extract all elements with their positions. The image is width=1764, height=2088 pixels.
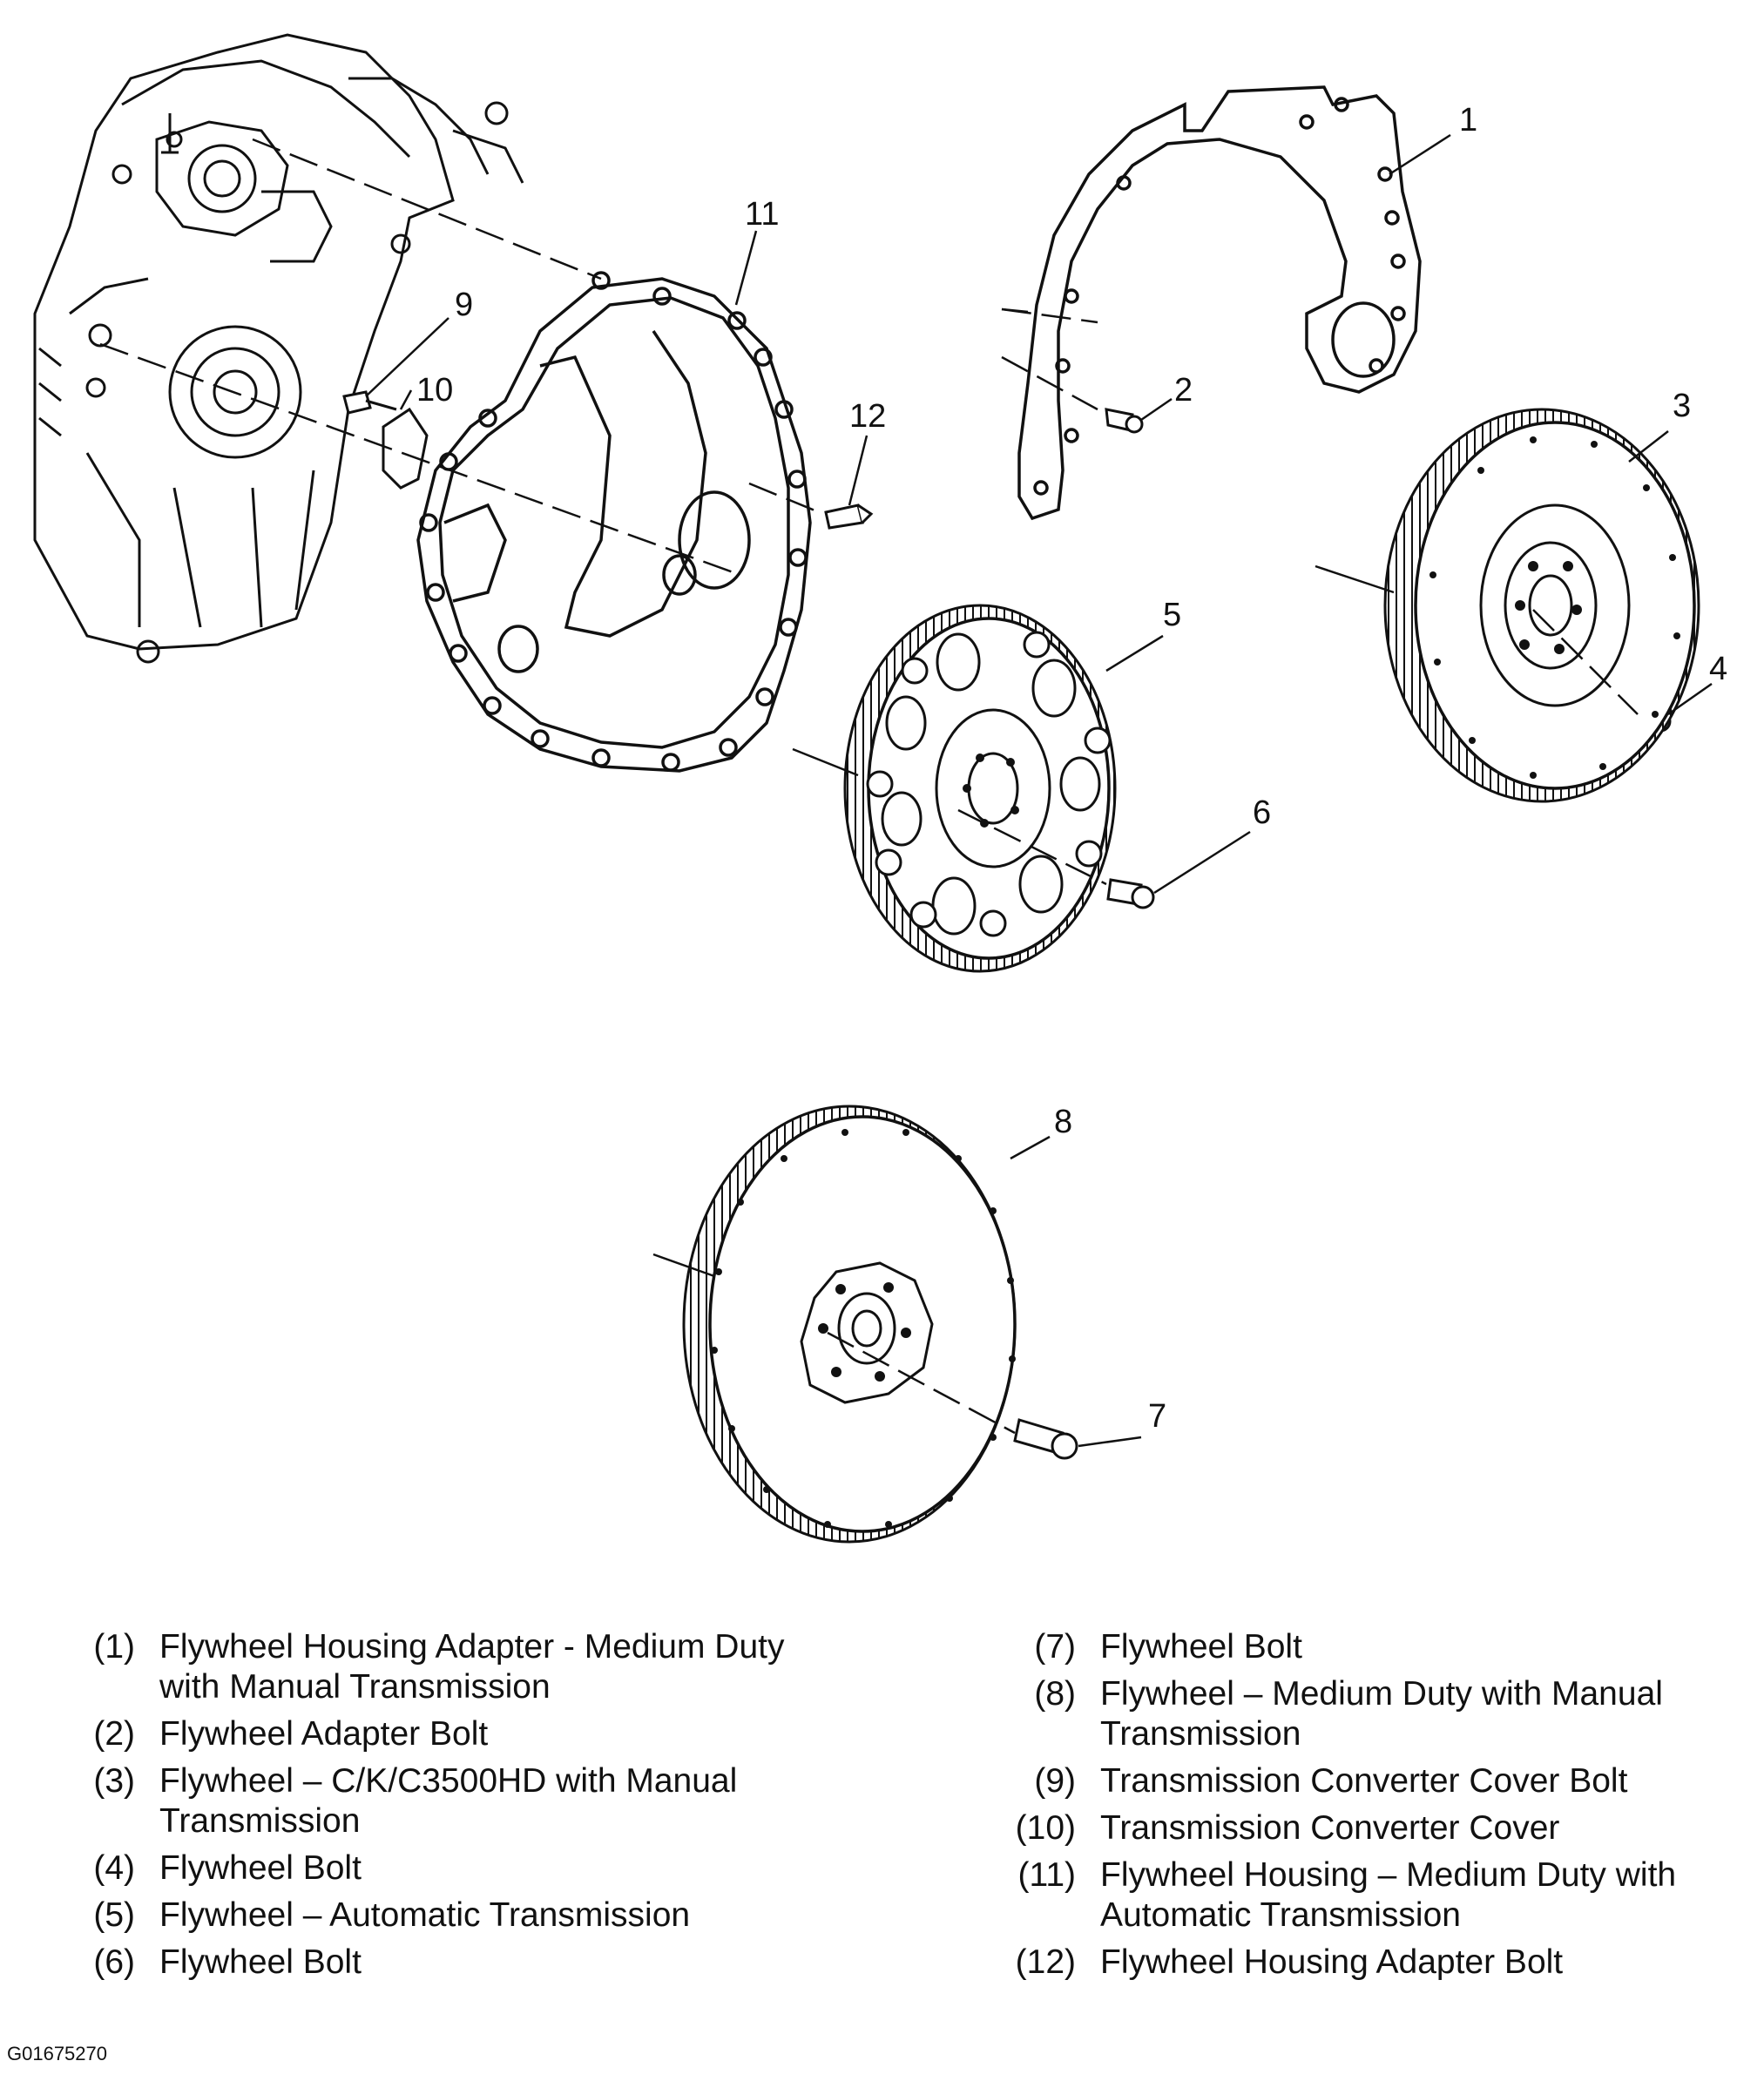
bolt-7 (1013, 1418, 1078, 1460)
legend-item: (6) Flywheel Bolt (52, 1943, 836, 1983)
legend-item: (4) Flywheel Bolt (52, 1848, 836, 1889)
bolt-12 (824, 503, 874, 530)
bolt-2 (1105, 408, 1144, 434)
legend-item: (12) Flywheel Housing Adapter Bolt (993, 1943, 1742, 1983)
legend-num: (9) (1034, 1762, 1076, 1800)
legend-text: Flywheel Bolt (159, 1849, 362, 1887)
callout-10: 10 (416, 372, 453, 409)
flywheel-8 (682, 1105, 1017, 1544)
legend-text: Flywheel – C/K/C3500HD with Manual Trans… (159, 1762, 738, 1840)
legend-text: Flywheel Housing – Medium Duty with Auto… (1100, 1856, 1677, 1934)
flywheel-5 (843, 604, 1117, 973)
legend-num: (8) (1034, 1675, 1076, 1713)
figure-id: G01675270 (7, 2043, 107, 2064)
legend-item: (11) Flywheel Housing – Medium Duty with … (993, 1855, 1742, 1936)
flywheel-3 (1383, 408, 1700, 803)
legend-num: (12) (1015, 1943, 1076, 1981)
converter-cover (382, 407, 429, 490)
legend-num: (5) (93, 1896, 135, 1934)
legend-item: (1) Flywheel Housing Adapter - Medium Dut… (52, 1627, 836, 1707)
legend-item: (8) Flywheel – Medium Duty with Manual Tr… (993, 1674, 1742, 1754)
exploded-view-diagram: 1 2 3 4 5 6 7 8 9 10 11 12 (33, 33, 1727, 1544)
bolt-9 (342, 390, 397, 415)
legend-text: Transmission Converter Cover (1100, 1809, 1560, 1847)
callout-9: 9 (455, 287, 473, 323)
legend-item: (2) Flywheel Adapter Bolt (52, 1714, 836, 1754)
legend-item: (7) Flywheel Bolt (993, 1627, 1742, 1667)
callout-5: 5 (1163, 597, 1181, 633)
callout-7: 7 (1148, 1398, 1166, 1435)
callout-2: 2 (1174, 372, 1193, 409)
legend-left: (1) Flywheel Housing Adapter - Medium Dut… (52, 1627, 836, 1990)
callout-4: 4 (1709, 651, 1727, 687)
engine-block (33, 33, 524, 664)
legend-num: (2) (93, 1715, 135, 1753)
legend-text: Flywheel – Automatic Transmission (159, 1896, 691, 1934)
legend-num: (1) (93, 1628, 135, 1666)
legend-text: Flywheel Adapter Bolt (159, 1715, 489, 1753)
legend-num: (3) (93, 1762, 135, 1800)
callout-3: 3 (1673, 388, 1691, 424)
legend-item: (10) Transmission Converter Cover (993, 1808, 1742, 1848)
legend-right: (7) Flywheel Bolt (8) Flywheel – Medium Du… (993, 1627, 1742, 1990)
legend-num: (4) (93, 1849, 135, 1887)
legend-num: (7) (1034, 1628, 1076, 1666)
callout-8: 8 (1054, 1104, 1072, 1140)
bolt-6 (1106, 878, 1155, 909)
legend-text: Flywheel Housing Adapter - Medium Duty w… (159, 1628, 785, 1706)
callouts: 1 2 3 4 5 6 7 8 9 10 11 12 (416, 102, 1727, 1435)
legend-text: Flywheel Bolt (1100, 1628, 1302, 1666)
alignment-lines (99, 138, 1639, 1435)
legend-text: Flywheel – Medium Duty with Manual Trans… (1100, 1675, 1663, 1753)
legend-text: Flywheel Housing Adapter Bolt (1100, 1943, 1564, 1981)
legend-item: (5) Flywheel – Automatic Transmission (52, 1895, 836, 1936)
legend-item: (9) Transmission Converter Cover Bolt (993, 1761, 1742, 1801)
legend-num: (6) (93, 1943, 135, 1981)
legend-num: (10) (1015, 1809, 1076, 1847)
flywheel-housing-adapter (1017, 85, 1422, 521)
callout-11: 11 (745, 196, 779, 233)
legend-item: (3) Flywheel – C/K/C3500HD with Manual Tr… (52, 1761, 836, 1841)
legend-text: Flywheel Bolt (159, 1943, 362, 1981)
bolts (342, 390, 1672, 1460)
flywheel-housing (416, 271, 812, 773)
legend-text: Transmission Converter Cover Bolt (1100, 1762, 1628, 1800)
callout-1: 1 (1459, 102, 1477, 139)
callout-12: 12 (849, 398, 886, 435)
legend-num: (11) (1017, 1856, 1076, 1894)
callout-6: 6 (1253, 794, 1271, 831)
leader-lines (365, 133, 1713, 1448)
pilot-lines (652, 307, 1395, 1278)
